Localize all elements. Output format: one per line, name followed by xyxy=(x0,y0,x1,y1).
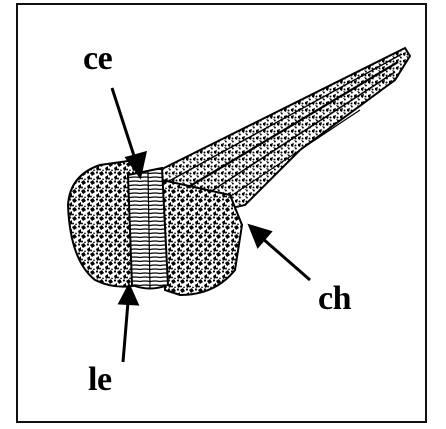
arrow-le xyxy=(120,286,137,362)
arrow-ch xyxy=(250,226,310,280)
label-ce: ce xyxy=(83,42,112,76)
label-ch: ch xyxy=(318,282,351,316)
right-lobe xyxy=(162,180,242,295)
label-le: le xyxy=(88,363,112,397)
